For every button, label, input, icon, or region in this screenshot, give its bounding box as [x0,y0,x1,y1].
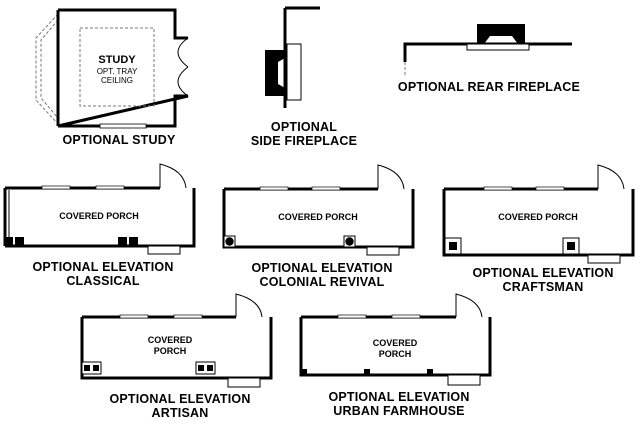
craftsman-caption-line1: OPTIONAL ELEVATION [472,266,613,280]
artisan-column [198,365,204,371]
side-fireplace-hearth [286,43,302,101]
rear-fireplace-firebox [477,24,525,44]
colonial-step [366,246,400,256]
optional-study-plan: STUDY OPT. TRAY CEILING OPTIONAL STUDY [35,8,189,147]
artisan-porch-line2: PORCH [154,346,187,356]
rear-fireplace-plan: OPTIONAL REAR FIREPLACE [398,24,580,94]
farmhouse-step [447,374,481,386]
classical-window-1 [41,185,71,190]
artisan-column [93,365,99,371]
craftsman-window-1 [483,186,513,191]
study-wall-bottom [57,94,189,128]
classical-door-swing [159,163,187,189]
colonial-column-round [225,237,234,246]
colonial-window-1 [259,186,289,191]
classical-step [147,245,181,255]
craftsman-column [567,242,575,250]
classical-window-2 [95,185,125,190]
side-fireplace-firebox [265,50,285,96]
study-tray-ceiling-outline [79,27,155,107]
study-door-swing-bottom [177,66,189,97]
colonial-column-round [345,237,354,246]
colonial-caption-line1: OPTIONAL ELEVATION [251,261,392,275]
study-wall-top-right [58,8,188,40]
craftsman-column [449,242,457,250]
farmhouse-porch-line2: PORCH [379,349,412,359]
craftsman-window-2 [535,186,565,191]
elevation-craftsman-plan: COVERED PORCH OPTIONAL ELEVATION CRAFTSM… [442,164,635,294]
farmhouse-window-2 [391,314,421,319]
elevation-urban-farmhouse-plan: COVERED PORCH OPTIONAL ELEVATION URBAN F… [299,293,492,418]
craftsman-caption-line2: CRAFTSMAN [503,280,584,294]
craftsman-door-swing [597,164,625,190]
artisan-step [227,377,261,388]
craftsman-porch-edge [442,189,635,257]
side-fireplace-caption-line1: OPTIONAL [271,120,337,134]
classical-porch-edge [5,188,196,248]
artisan-column [84,365,90,371]
craftsman-step [587,254,621,264]
artisan-caption-line2: ARTISAN [152,406,209,420]
farmhouse-post [364,369,370,375]
elevation-colonial-revival-plan: COVERED PORCH OPTIONAL ELEVATION COLONIA… [222,164,415,289]
craftsman-porch-label: COVERED PORCH [498,212,578,222]
classical-caption-line1: OPTIONAL ELEVATION [32,260,173,274]
study-door-swing-top [177,37,189,68]
farmhouse-post [301,369,307,375]
colonial-door-swing [377,164,405,190]
elevation-classical-plan: COVERED PORCH OPTIONAL ELEVATION CLASSIC… [3,163,196,288]
classical-column [15,237,24,246]
side-fireplace-plan: OPTIONAL SIDE FIREPLACE [251,6,357,148]
artisan-window-1 [119,314,149,319]
classical-porch-label: COVERED PORCH [59,211,139,221]
study-bay-window-outline [35,13,59,125]
colonial-porch-label: COVERED PORCH [278,212,358,222]
colonial-porch-edge [222,189,415,249]
artisan-caption-line1: OPTIONAL ELEVATION [109,392,250,406]
farmhouse-caption-line1: OPTIONAL ELEVATION [328,390,469,404]
artisan-window-2 [173,314,203,319]
artisan-porch-edge [80,317,273,380]
farmhouse-porch-line1: COVERED [373,338,418,348]
rear-fireplace-hearth [466,43,530,51]
rear-fireplace-caption: OPTIONAL REAR FIREPLACE [398,80,580,94]
farmhouse-post [427,369,433,375]
elevation-artisan-plan: COVERED PORCH OPTIONAL ELEVATION ARTISAN [80,293,273,420]
study-bay-window-inner [40,19,59,119]
classical-column [4,237,13,246]
study-ceiling-line2: CEILING [101,76,133,85]
classical-caption-line2: CLASSICAL [66,274,139,288]
farmhouse-porch-edge [299,317,492,377]
colonial-caption-line2: COLONIAL REVIVAL [260,275,385,289]
farmhouse-window-1 [337,314,367,319]
farmhouse-caption-line2: URBAN FARMHOUSE [333,404,464,418]
side-fireplace-caption-line2: SIDE FIREPLACE [251,134,357,148]
study-ceiling-line1: OPT. TRAY [97,67,138,76]
study-room-label: STUDY [98,54,136,66]
classical-column [129,237,138,246]
artisan-porch-line1: COVERED [148,335,193,345]
classical-column [118,237,127,246]
farmhouse-door-swing [455,293,483,318]
colonial-window-2 [311,186,341,191]
artisan-door-swing [235,293,263,318]
study-caption: OPTIONAL STUDY [63,133,176,147]
study-window [99,123,147,129]
artisan-column [207,365,213,371]
